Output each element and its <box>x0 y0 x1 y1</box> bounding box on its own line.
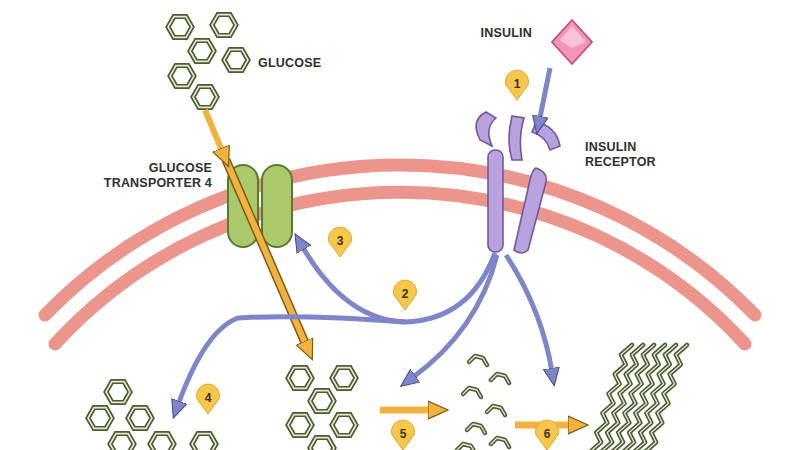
insulin-molecule <box>552 20 592 64</box>
glucose-molecule <box>332 415 356 436</box>
glucose-fragment <box>463 388 481 397</box>
callout-number: 6 <box>537 425 557 443</box>
glucose-molecule <box>168 17 192 38</box>
glucose-molecule <box>170 66 194 87</box>
glucose-fragment <box>467 424 485 433</box>
callout-pin <box>506 70 529 100</box>
glucose-molecule <box>110 434 134 450</box>
glucose-molecule <box>288 368 312 389</box>
glucose-molecule <box>224 50 248 71</box>
callout-pin <box>392 420 415 450</box>
insulin-receptor: INSULIN RECEPTOR <box>480 128 670 253</box>
glucose-molecule <box>88 408 112 429</box>
node-label: INSULIN RECEPTOR <box>585 140 667 170</box>
glucose-cluster: GLUCOSE <box>160 10 345 110</box>
glucose-molecule <box>224 50 248 71</box>
glucose-molecule <box>332 415 356 436</box>
glucose-molecule <box>332 368 356 389</box>
glucose-molecule <box>288 415 312 436</box>
glucose-transporter: GLUCOSE TRANSPORTER 4 <box>100 160 295 248</box>
glucose-fragment <box>457 444 475 450</box>
glucose-molecule <box>288 368 312 389</box>
glycogen-chain <box>590 345 632 450</box>
callout-pin <box>536 420 559 450</box>
glucose-molecule <box>106 382 130 403</box>
callout-number: 5 <box>393 425 413 443</box>
glucose-molecule <box>212 15 236 36</box>
transporter-half <box>262 165 292 247</box>
signal-arrow <box>205 110 223 152</box>
glucose-molecule <box>150 434 174 450</box>
glycogen-chain <box>590 345 632 450</box>
callout-pin <box>196 384 219 414</box>
insulin-highlight <box>560 26 586 48</box>
glucose-fragment <box>457 444 475 450</box>
signal-arrow <box>540 68 551 120</box>
glucose-molecule <box>310 391 334 412</box>
glucose-fragment <box>469 356 487 365</box>
conversion-arrow <box>380 407 432 414</box>
glucose-fragment <box>491 374 509 383</box>
glucose-molecule <box>288 415 312 436</box>
node-label: INSULIN <box>465 26 532 41</box>
glucose-molecule <box>190 41 214 62</box>
glucose-molecule <box>190 41 214 62</box>
glycogen-chain <box>634 345 676 450</box>
signal-branch <box>412 255 497 378</box>
glucose-molecule <box>110 434 134 450</box>
glucose-molecule <box>310 391 334 412</box>
signal-arrow <box>302 246 495 322</box>
glycogen-chain <box>612 345 654 450</box>
glucose-molecule <box>128 408 152 429</box>
glycogen-chain <box>623 345 665 450</box>
glucose-fragment <box>463 388 481 397</box>
receptor-symbol <box>476 112 560 253</box>
node-label: GLUCOSE <box>258 56 343 71</box>
glucose-molecule <box>88 408 112 429</box>
glycogen-chain <box>601 345 643 450</box>
callout-number: 3 <box>330 232 350 250</box>
glycogen-chain <box>634 345 676 450</box>
callout-pin <box>393 280 416 310</box>
callout-pin <box>329 227 352 257</box>
glucose-molecule <box>192 434 216 450</box>
glucose-molecule <box>193 87 217 108</box>
glucose-molecule <box>168 17 192 38</box>
glucose-fragment <box>491 438 509 447</box>
glycogen-chain <box>601 345 643 450</box>
glucose-fragment <box>491 438 509 447</box>
callout-number: 4 <box>198 389 218 407</box>
glycogen-chain <box>645 345 687 450</box>
glucose-molecule <box>193 87 217 108</box>
glucose-fragment <box>487 406 505 415</box>
glucose-fragment <box>487 406 505 415</box>
glucose-molecule <box>310 438 334 450</box>
glucose-molecule <box>150 434 174 450</box>
glycogen-chain <box>623 345 665 450</box>
molecule-group <box>88 15 687 450</box>
signal-branch <box>506 255 552 372</box>
callout-number: 1 <box>507 75 527 93</box>
glucose-molecule <box>310 438 334 450</box>
node-label: GLUCOSE TRANSPORTER 4 <box>100 161 212 191</box>
glucose-fragment <box>467 424 485 433</box>
glucose-molecule <box>170 66 194 87</box>
glucose-molecule <box>212 15 236 36</box>
glucose-molecule <box>106 382 130 403</box>
glucose-molecule <box>332 368 356 389</box>
glucose-fragment <box>469 356 487 365</box>
glucose-fragment <box>491 374 509 383</box>
callout-number: 2 <box>395 285 415 303</box>
glucose-molecule <box>192 434 216 450</box>
glucose-molecule <box>128 408 152 429</box>
insulin-hormone: INSULIN <box>465 18 595 68</box>
callout-group <box>196 70 558 450</box>
glycogen-chain <box>645 345 687 450</box>
glycogen-chain <box>612 345 654 450</box>
